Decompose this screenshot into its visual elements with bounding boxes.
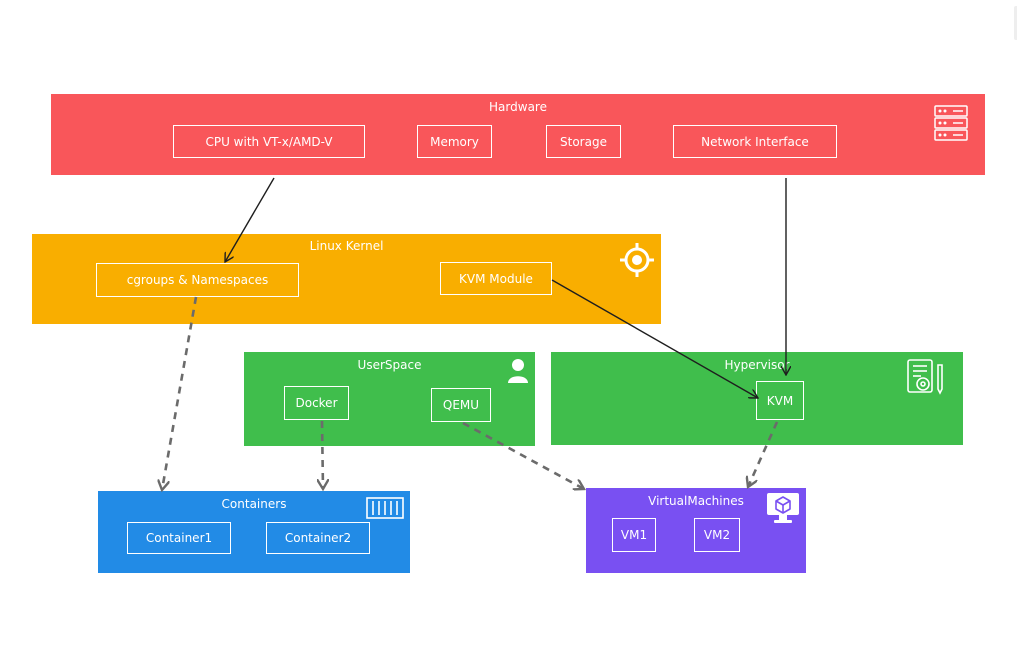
virtual-machines-title: VirtualMachines bbox=[648, 494, 744, 508]
linux-kernel-title: Linux Kernel bbox=[309, 239, 384, 253]
edge-cgroups-to-containers bbox=[162, 296, 198, 490]
containers-layer[interactable]: Containers Container1 Container2 bbox=[98, 491, 410, 573]
document-settings-icon bbox=[907, 359, 943, 395]
crosshair-icon bbox=[620, 243, 654, 277]
cpu-node[interactable]: CPU with VT-x/AMD-V bbox=[173, 125, 365, 158]
user-icon bbox=[508, 359, 528, 383]
virtual-machines-layer[interactable]: VirtualMachines VM1 VM2 bbox=[586, 488, 806, 573]
server-rack-icon bbox=[934, 105, 968, 141]
container1-node[interactable]: Container1 bbox=[127, 522, 231, 554]
edge-scroll-tab bbox=[1014, 6, 1017, 40]
network-interface-node[interactable]: Network Interface bbox=[673, 125, 837, 158]
docker-node[interactable]: Docker bbox=[284, 386, 349, 420]
storage-node[interactable]: Storage bbox=[546, 125, 621, 158]
hypervisor-layer[interactable]: Hypervisor KVM bbox=[551, 352, 963, 445]
linux-kernel-layer[interactable]: Linux Kernel cgroups & Namespaces KVM Mo… bbox=[32, 234, 661, 324]
vm2-node[interactable]: VM2 bbox=[694, 518, 740, 552]
userspace-title: UserSpace bbox=[357, 358, 422, 372]
kvm-module-node[interactable]: KVM Module bbox=[440, 262, 552, 295]
container2-node[interactable]: Container2 bbox=[266, 522, 370, 554]
cgroups-namespaces-node[interactable]: cgroups & Namespaces bbox=[96, 263, 299, 297]
monitor-cube-icon bbox=[767, 493, 799, 523]
userspace-layer[interactable]: UserSpace Docker QEMU bbox=[244, 352, 535, 446]
kvm-node[interactable]: KVM bbox=[756, 381, 804, 420]
hardware-title: Hardware bbox=[489, 100, 547, 114]
vm1-node[interactable]: VM1 bbox=[612, 518, 656, 552]
qemu-node[interactable]: QEMU bbox=[431, 388, 491, 422]
containers-title: Containers bbox=[221, 497, 287, 511]
memory-node[interactable]: Memory bbox=[417, 125, 492, 158]
hypervisor-title: Hypervisor bbox=[724, 358, 790, 372]
hardware-layer[interactable]: Hardware CPU with VT-x/AMD-V Memory Stor… bbox=[51, 94, 985, 175]
shipping-container-icon bbox=[366, 497, 404, 519]
